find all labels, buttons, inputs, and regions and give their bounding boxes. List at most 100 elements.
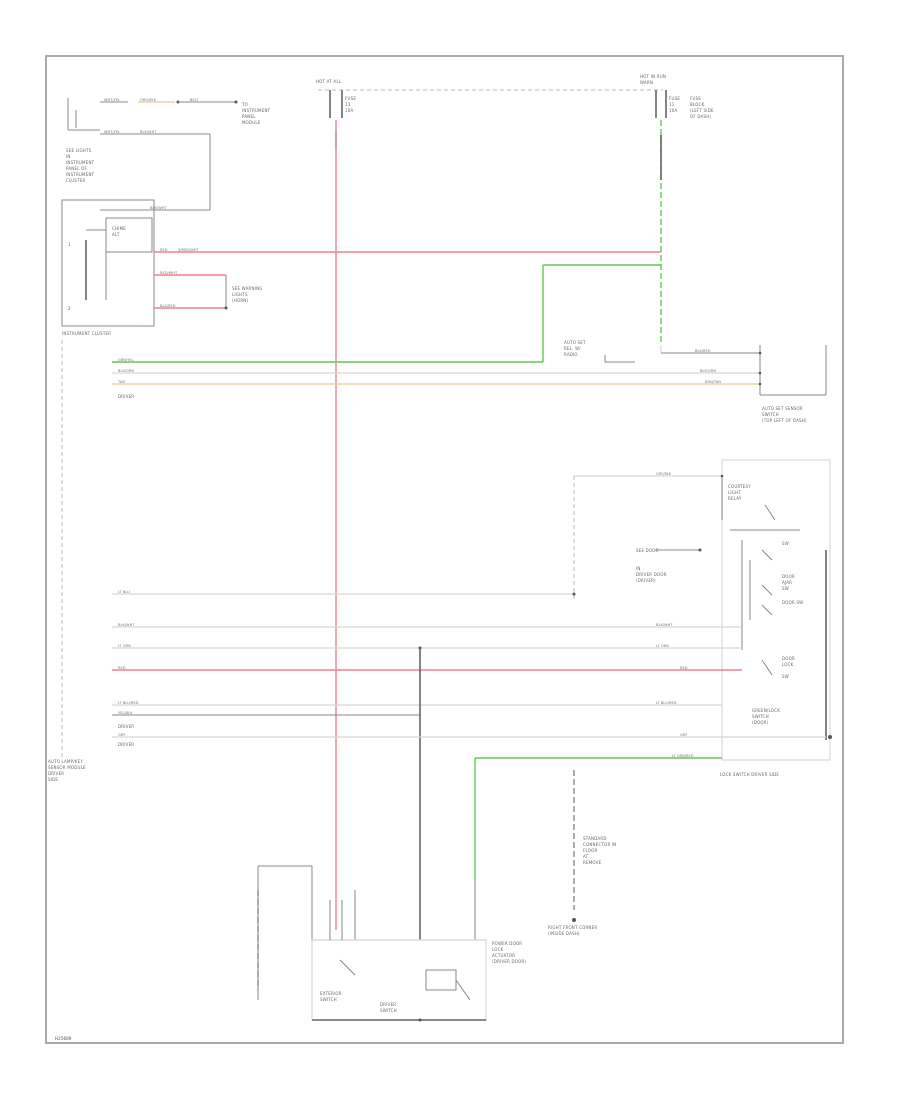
svg-text:SWITCH: SWITCH: [762, 412, 779, 417]
auto-set-sensor: BLK/RED BLK/GRN BRN/TAN AUTO SET SENSOR …: [695, 345, 827, 423]
svg-text:CONNECTOR IN: CONNECTOR IN: [583, 842, 616, 847]
svg-text:STANDARD: STANDARD: [583, 836, 607, 841]
svg-text:DRIVER: DRIVER: [48, 771, 64, 776]
svg-text:REL. W/: REL. W/: [564, 346, 581, 351]
svg-text:IN: IN: [636, 566, 641, 571]
svg-text:POWER DOOR: POWER DOOR: [492, 941, 522, 946]
svg-text:INSTRUMENT: INSTRUMENT: [66, 172, 95, 177]
svg-text:DRIVER: DRIVER: [118, 742, 134, 747]
svg-text:AUTO SET: AUTO SET: [564, 340, 586, 345]
door-jamb-switch: COURTESY LIGHT RELAY SW DOOR AJAR SW DOO…: [720, 459, 831, 777]
svg-text:RED: RED: [680, 666, 688, 670]
svg-text:FUSE: FUSE: [345, 96, 356, 101]
cluster-title: INSTRUMENT CLUSTER: [62, 331, 111, 336]
svg-text:BLK/WHT: BLK/WHT: [140, 130, 157, 134]
diagram-code: H25689: [55, 1036, 72, 1041]
svg-text:SW: SW: [782, 586, 789, 591]
svg-text:DRIVER: DRIVER: [380, 1002, 396, 1007]
svg-text:ORG/BLK: ORG/BLK: [140, 98, 157, 102]
svg-text:BRN/TAN: BRN/TAN: [705, 380, 721, 384]
svg-text:ACTUATOR: ACTUATOR: [492, 953, 515, 958]
svg-text:RELAY: RELAY: [728, 496, 742, 501]
auto-set-relay: AUTO SET REL. W/ RADIO: [564, 340, 635, 363]
svg-text:RED: RED: [160, 248, 168, 252]
svg-text:BLK/RED: BLK/RED: [160, 304, 176, 308]
svg-text:(HORN): (HORN): [232, 298, 248, 303]
svg-text:SEE LIGHTS: SEE LIGHTS: [66, 148, 92, 153]
svg-text:AJAR: AJAR: [782, 580, 792, 585]
svg-text:SEE DOOR: SEE DOOR: [636, 548, 659, 553]
svg-text:(DRIVER DOOR): (DRIVER DOOR): [492, 959, 526, 964]
svg-text:SWITCH: SWITCH: [320, 997, 337, 1002]
svg-text:RADIO: RADIO: [564, 352, 578, 357]
splice-left-label: HOT AT ALL: [316, 79, 342, 84]
svg-text:11: 11: [669, 102, 675, 107]
svg-text:GRN/YEL: GRN/YEL: [118, 358, 134, 362]
svg-text:FUSE: FUSE: [690, 96, 701, 101]
svg-text:(TOP LEFT OF DASH): (TOP LEFT OF DASH): [762, 418, 807, 423]
fuse-11: FUSE 11 10A FUSE BLOCK (LEFT SIDE OF DAS…: [655, 90, 714, 119]
svg-text:DRIVER: DRIVER: [118, 724, 134, 729]
svg-text:AUTO SET SENSOR: AUTO SET SENSOR: [762, 406, 803, 411]
svg-text:SWITCH: SWITCH: [380, 1008, 397, 1013]
svg-text:AT: AT: [583, 854, 589, 859]
svg-text:LT BLU/RED: LT BLU/RED: [656, 701, 677, 705]
svg-text:LT BLU: LT BLU: [118, 590, 130, 594]
svg-text:LT GRN: LT GRN: [118, 644, 131, 648]
svg-text:(LEFT SIDE: (LEFT SIDE: [690, 108, 714, 113]
svg-text:GREEN/LOCK: GREEN/LOCK: [752, 708, 780, 713]
svg-text:WHT/YEL: WHT/YEL: [104, 98, 120, 102]
svg-text:13: 13: [345, 102, 351, 107]
svg-text:WHT/YEL: WHT/YEL: [104, 130, 120, 134]
svg-text:FLOOR: FLOOR: [583, 848, 597, 853]
svg-text:BLK/GRN: BLK/GRN: [700, 369, 716, 373]
svg-text:TO: TO: [241, 102, 248, 107]
svg-text:BELT: BELT: [190, 98, 199, 102]
svg-text:DOOR: DOOR: [782, 656, 795, 661]
svg-text:RIGHT FRONT CORNER: RIGHT FRONT CORNER: [548, 925, 597, 930]
svg-text:INSTRUMENT: INSTRUMENT: [66, 160, 95, 165]
svg-text:SEE WARNING: SEE WARNING: [232, 286, 263, 291]
svg-text:PANEL: PANEL: [242, 114, 256, 119]
svg-text:SENSOR MODULE: SENSOR MODULE: [48, 765, 86, 770]
svg-text:BLOCK: BLOCK: [690, 102, 705, 107]
svg-text:10A: 10A: [669, 108, 677, 113]
svg-text:CHIME: CHIME: [112, 226, 126, 231]
svg-text:(DOOR): (DOOR): [752, 720, 769, 725]
svg-text:INSTRUMENT: INSTRUMENT: [242, 108, 271, 113]
svg-text:REMOVE: REMOVE: [583, 860, 602, 865]
svg-text:LIGHT: LIGHT: [728, 490, 741, 495]
svg-text:BLK/GRN: BLK/GRN: [118, 369, 134, 373]
svg-text:DOOR: DOOR: [782, 574, 795, 579]
svg-text:ALT: ALT: [112, 232, 120, 237]
svg-text:FUSE: FUSE: [669, 96, 680, 101]
cluster-connectors: RED/WHT BLK/RED SEE WARNING LIGHTS (HORN…: [154, 271, 263, 310]
svg-text:2: 2: [68, 306, 71, 311]
svg-text:(DRIVER): (DRIVER): [636, 578, 656, 583]
instrument-cluster: BLK/WHT CHIME ALT INSTRUMENT CLUSTER 1 2: [61, 199, 210, 336]
top-left-switch: WHT/YEL ORG/BLK BELT TO INSTRUMENT PANEL…: [66, 98, 271, 210]
svg-text:SW: SW: [782, 674, 789, 679]
svg-text:DRIVER: DRIVER: [118, 394, 134, 399]
svg-text:YEL/BLK: YEL/BLK: [118, 711, 133, 715]
splice-right-label-2: WARN: [640, 80, 653, 85]
svg-text:BLK/WHT: BLK/WHT: [656, 623, 673, 627]
splice-right-label: HOT IN RUN: [640, 74, 666, 79]
diagram-frame: [45, 55, 844, 1044]
svg-text:GRY/BLK: GRY/BLK: [656, 472, 672, 476]
svg-text:LT GRN/RED: LT GRN/RED: [672, 754, 694, 758]
svg-text:OF DASH): OF DASH): [690, 114, 711, 119]
svg-text:BLK/RED: BLK/RED: [695, 349, 711, 353]
svg-text:TAN: TAN: [117, 380, 125, 384]
svg-text:DRIVER DOOR: DRIVER DOOR: [636, 572, 667, 577]
svg-text:3/RED/WHT: 3/RED/WHT: [178, 248, 199, 252]
svg-text:LOCK SWITCH DRIVER SIDE: LOCK SWITCH DRIVER SIDE: [720, 772, 779, 777]
svg-text:10A: 10A: [345, 108, 353, 113]
svg-text:RED: RED: [118, 666, 126, 670]
svg-text:GRY: GRY: [118, 733, 126, 737]
svg-text:(INSIDE DASH): (INSIDE DASH): [548, 931, 580, 936]
svg-text:CLUSTER: CLUSTER: [66, 178, 85, 183]
svg-text:SIDE: SIDE: [48, 777, 58, 782]
svg-text:BLK/WHT: BLK/WHT: [118, 623, 135, 627]
